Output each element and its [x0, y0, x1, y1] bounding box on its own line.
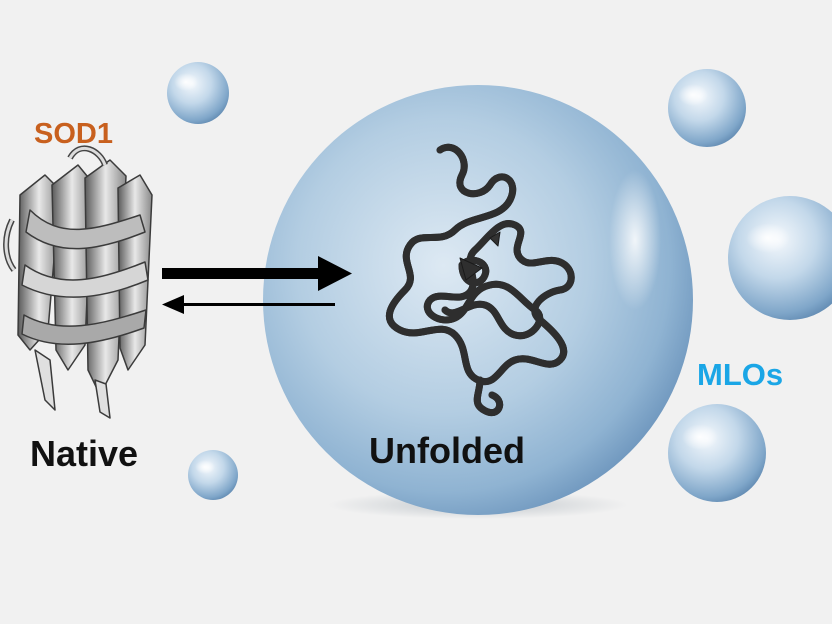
protein-name-label: SOD1 [34, 118, 113, 150]
unfolded-state-label: Unfolded [369, 430, 525, 471]
condensates-label: MLOs [697, 357, 784, 392]
droplet-bottom-right [668, 404, 766, 502]
droplet-top-right [668, 69, 746, 147]
droplet-right-large [728, 196, 832, 320]
large-droplet [263, 85, 693, 519]
native-protein-structure [3, 145, 153, 419]
droplet-bottom-left [188, 450, 238, 500]
unfolded-protein-structure [389, 147, 571, 412]
droplet-top-left [167, 62, 229, 124]
forward-arrow [162, 256, 352, 291]
native-state-label: Native [30, 433, 139, 474]
reverse-arrow [162, 295, 335, 314]
